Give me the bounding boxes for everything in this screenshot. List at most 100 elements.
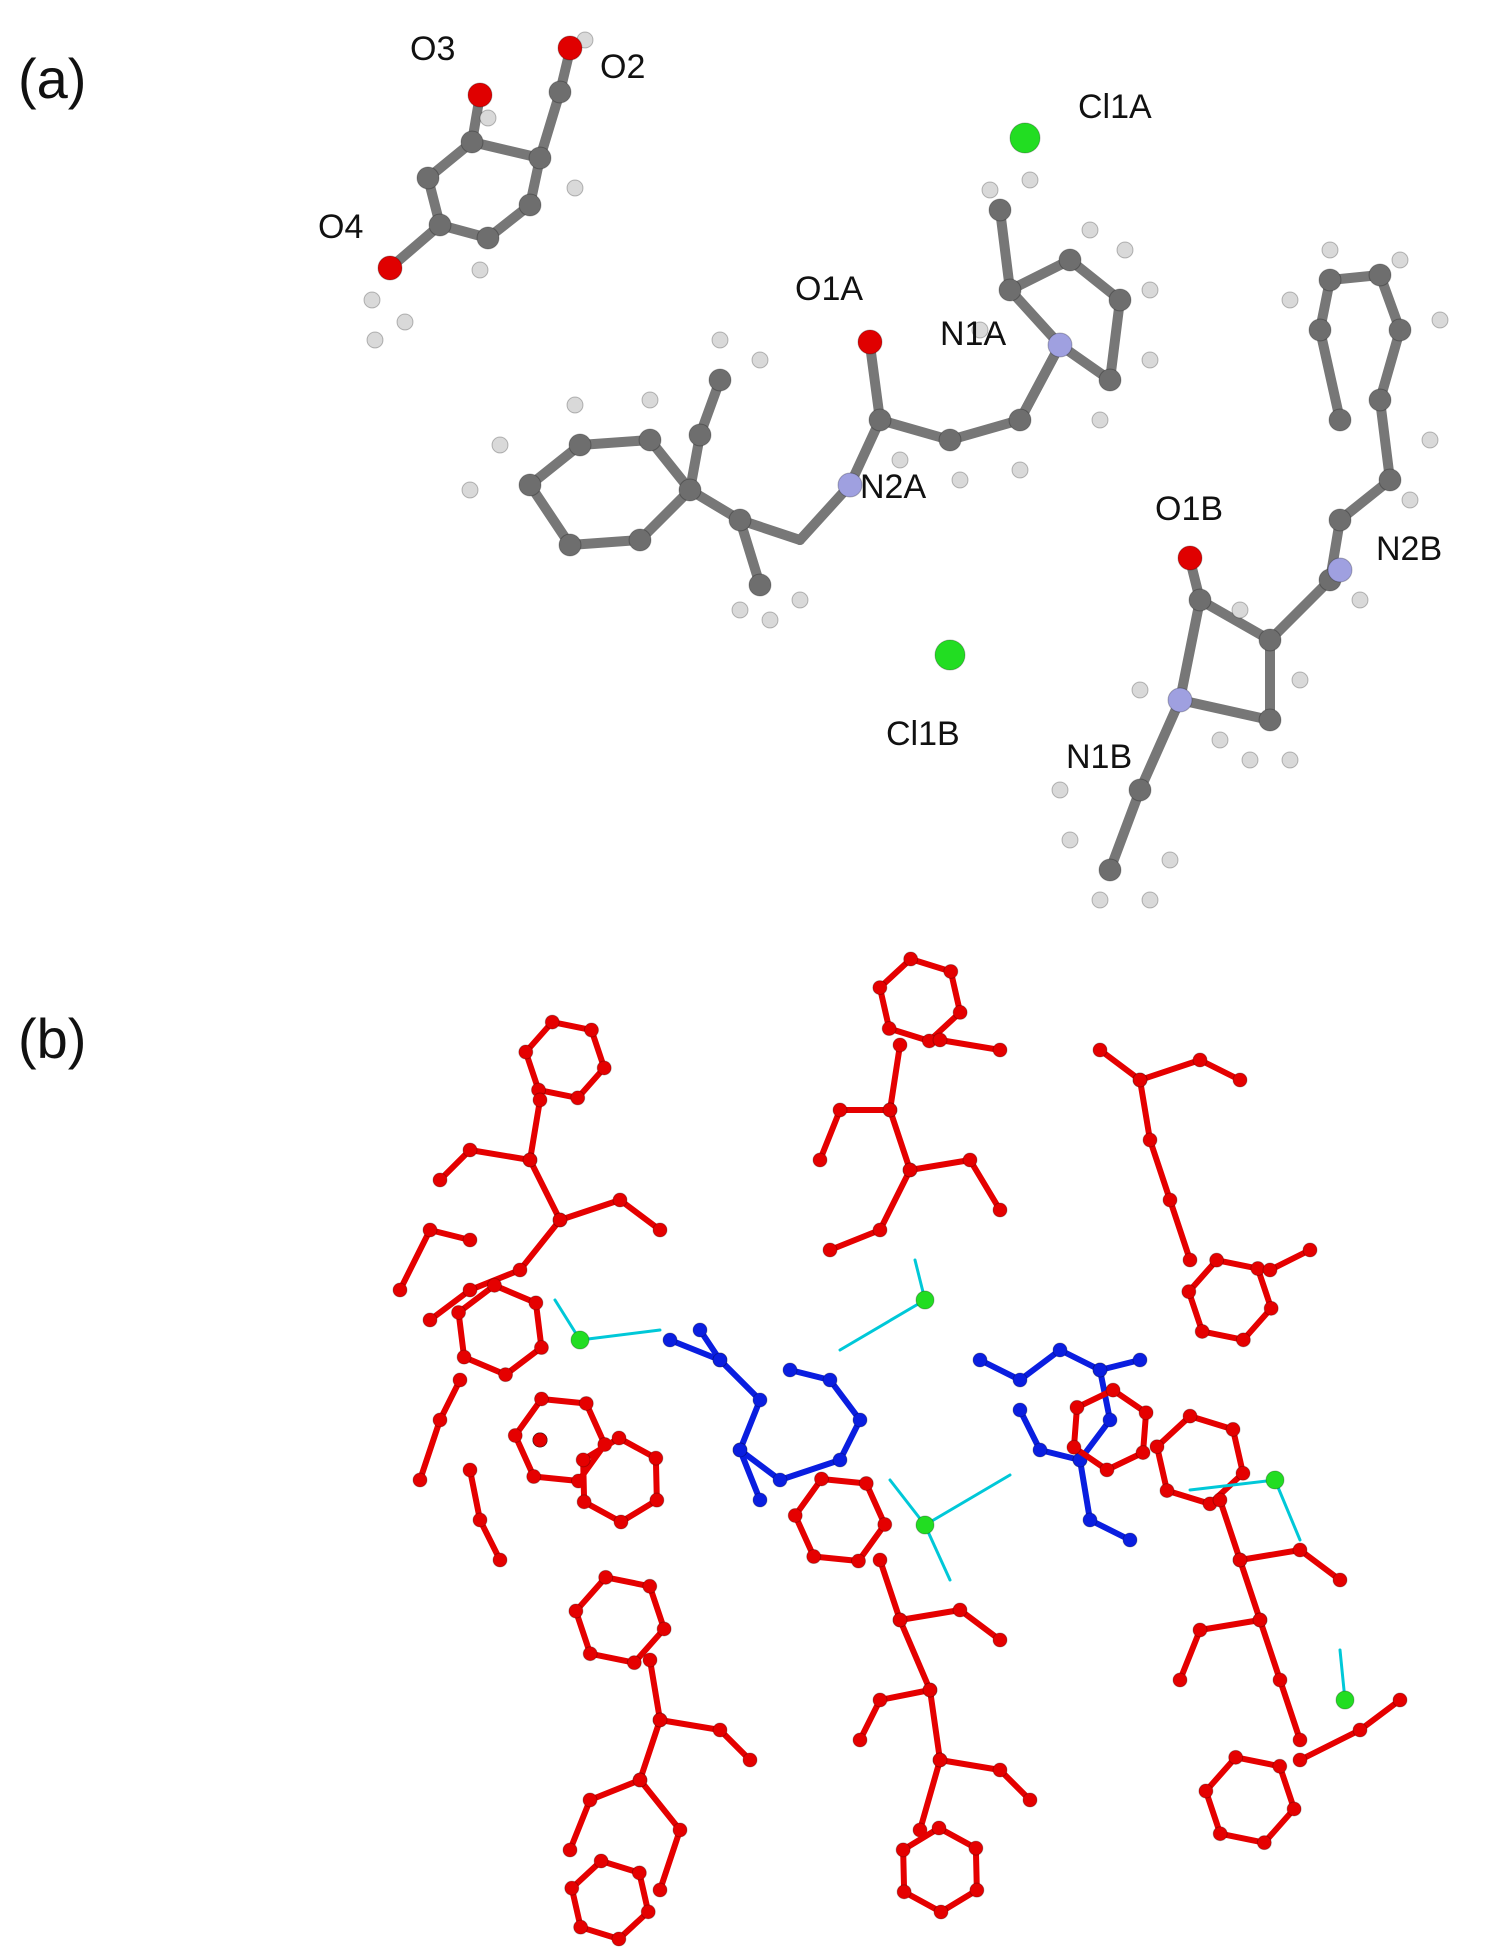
red-atom <box>1235 1465 1251 1481</box>
hydrogen-atom <box>396 313 414 331</box>
red-bond <box>517 1217 563 1273</box>
red-bond <box>437 1147 473 1183</box>
red-atom <box>1212 1826 1228 1842</box>
red-atom <box>412 1472 428 1488</box>
red-bond <box>1257 1617 1283 1683</box>
hydrogen-atom <box>1141 281 1159 299</box>
red-bond <box>857 1697 883 1743</box>
panel-b: (b) <box>18 951 1408 1947</box>
blue-bond <box>667 1337 723 1363</box>
oxygen-atom-o4 <box>377 255 403 281</box>
hydrogen-bond <box>1188 1478 1277 1492</box>
red-atom <box>462 1282 478 1298</box>
red-bond <box>1167 1197 1193 1263</box>
bond <box>372 158 540 300</box>
red-atom <box>712 1722 728 1738</box>
red-atom <box>1182 1252 1198 1268</box>
red-atom <box>472 1512 488 1528</box>
red-bond <box>455 1309 468 1361</box>
red-atom <box>1332 1572 1348 1588</box>
red-atom <box>613 1514 629 1530</box>
red-bond <box>1147 1137 1173 1203</box>
blue-atom <box>782 1362 798 1378</box>
red-atom <box>1149 1439 1165 1455</box>
red-atom <box>1198 1783 1214 1799</box>
red-atom <box>872 980 888 996</box>
carbon-atom <box>628 528 652 552</box>
blue-atom <box>972 1352 988 1368</box>
red-bond <box>1177 1627 1203 1683</box>
carbon-atom <box>1318 268 1342 292</box>
red-atom <box>992 1202 1008 1218</box>
bond <box>1005 255 1075 295</box>
red-atom <box>877 1516 893 1532</box>
red-atom <box>575 1452 591 1468</box>
red-atom <box>1212 1492 1228 1508</box>
nitrogen-atom-n2b <box>1327 557 1353 583</box>
red-atom <box>992 1632 1008 1648</box>
red-atom <box>422 1222 438 1238</box>
hydrogen-bond <box>1273 1478 1302 1542</box>
carbon-atom <box>568 433 592 457</box>
blue-atom <box>832 1452 848 1468</box>
red-atom <box>881 1021 897 1037</box>
bond <box>525 480 575 550</box>
red-atom <box>522 1152 538 1168</box>
red-atom <box>576 1494 592 1510</box>
oxygen-atom-o1a <box>857 329 883 355</box>
bond <box>795 480 855 545</box>
atom-label-o1a: O1A <box>795 270 863 308</box>
red-bond <box>937 1757 1003 1773</box>
red-atom <box>931 1820 947 1836</box>
red-bond <box>455 1282 498 1316</box>
red-atom <box>1182 1408 1198 1424</box>
bond <box>1135 695 1185 795</box>
red-atom <box>812 1152 828 1168</box>
red-bond <box>877 1687 933 1703</box>
carbon-atom <box>1098 368 1122 392</box>
hydrogen-atom <box>479 109 497 127</box>
red-atom <box>787 1508 803 1524</box>
red-bond <box>792 1475 825 1519</box>
red-atom <box>593 1853 609 1869</box>
red-atom <box>582 1792 598 1808</box>
red-bond <box>1267 1247 1313 1273</box>
red-bond <box>1137 1057 1203 1083</box>
carbon-atom <box>708 368 732 392</box>
hydrogen-atom <box>1321 241 1339 259</box>
bond <box>945 415 1025 445</box>
red-atom <box>892 1037 908 1053</box>
hydrogen-atom <box>1281 291 1299 309</box>
red-atom <box>992 1762 1008 1778</box>
atom-label-n2b: N2B <box>1376 530 1442 568</box>
red-atom <box>582 1646 598 1662</box>
red-atom <box>952 1602 968 1618</box>
red-bond <box>491 1282 539 1306</box>
red-atom <box>932 1032 948 1048</box>
red-bond <box>1217 1830 1268 1846</box>
red-bond <box>557 1197 623 1223</box>
red-atom <box>882 1102 898 1118</box>
blue-bond <box>737 1447 783 1483</box>
atom-label-cl1b: Cl1B <box>886 715 960 753</box>
red-atom <box>642 1652 658 1668</box>
red-atom <box>1302 1242 1318 1258</box>
carbon-atom <box>558 533 582 557</box>
blue-bond <box>1017 1347 1063 1383</box>
red-bond <box>417 1417 443 1483</box>
blue-bond <box>717 1357 763 1403</box>
bond <box>1175 595 1205 705</box>
carbon-atom <box>1388 318 1412 342</box>
carbon-atom <box>1128 778 1152 802</box>
red-atom <box>612 1192 628 1208</box>
red-bond <box>877 1557 903 1623</box>
red-bond <box>1197 1057 1243 1083</box>
chloride-ion <box>1335 1690 1355 1710</box>
carbon-atom <box>518 193 542 217</box>
red-bond <box>647 1657 663 1723</box>
red-bond <box>887 1107 913 1173</box>
red-bond <box>646 1583 668 1632</box>
carbon-atom <box>1258 628 1282 652</box>
blue-bond <box>1087 1517 1133 1543</box>
blue-atom <box>692 1322 708 1338</box>
